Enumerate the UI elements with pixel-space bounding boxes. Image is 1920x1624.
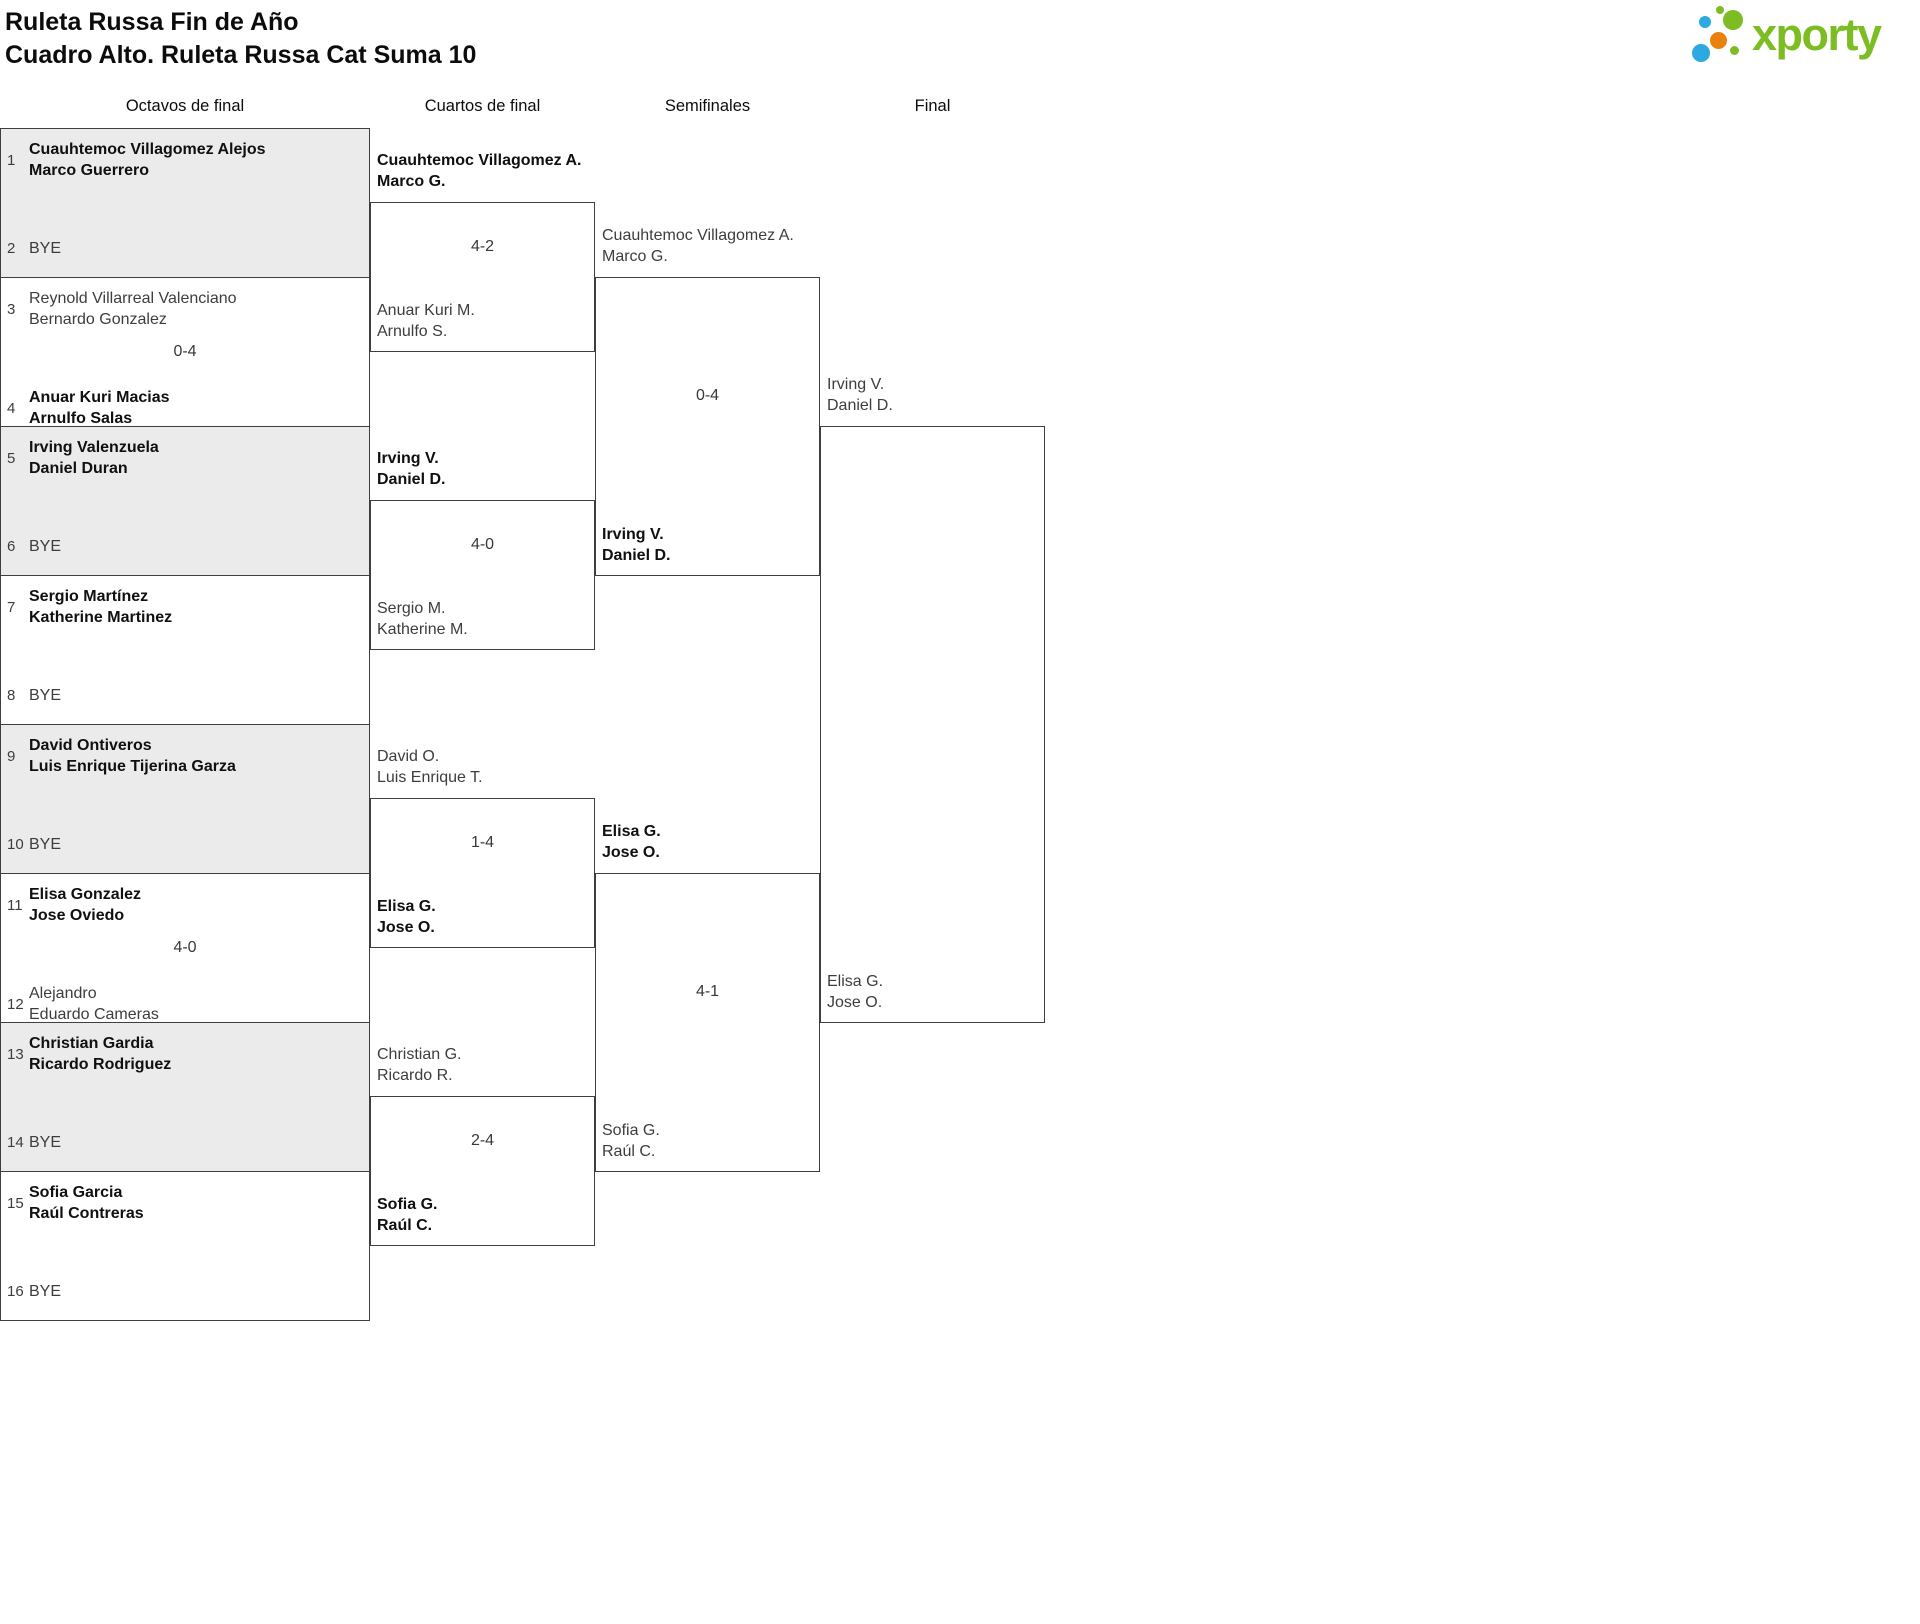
match-score: 0-4 <box>695 387 720 404</box>
match-score: 1-4 <box>470 834 495 851</box>
round-header-final: Final <box>914 97 951 115</box>
team-name: Cuauhtemoc Villagomez A.Marco G. <box>377 152 582 190</box>
team-name: Elisa G.Jose O. <box>377 898 436 936</box>
match-slot: 2 BYE <box>7 238 365 259</box>
seed-number: 2 <box>7 240 16 257</box>
logo-dot-green-small-bottom <box>1730 46 1739 55</box>
team-name: Irving V.Daniel D. <box>377 450 446 488</box>
page-title: Ruleta Russa Fin de Año <box>5 8 299 36</box>
seed-number: 11 <box>7 896 23 914</box>
team-name: Sofia G.Raúl C. <box>377 1196 438 1234</box>
seed-number: 7 <box>7 598 16 616</box>
cuartos-match-4 <box>370 1096 595 1246</box>
team-name: Elisa G.Jose O. <box>827 973 884 1011</box>
seed-number: 3 <box>7 300 16 318</box>
match-slot: 16 BYE <box>7 1281 365 1302</box>
team-name: Anuar Kuri M.Arnulfo S. <box>377 302 475 340</box>
round-header-cuartos: Cuartos de final <box>424 97 541 115</box>
match-score: 4-2 <box>470 238 495 255</box>
team-name: Irving V.Daniel D. <box>602 526 671 564</box>
team-name: Sofia G.Raúl C. <box>602 1122 660 1160</box>
team-name: BYE <box>29 1134 62 1151</box>
seed-number: 5 <box>7 449 16 467</box>
logo-dot-blue-large <box>1692 44 1710 62</box>
logo-dot-green-small-top <box>1716 6 1724 14</box>
team-name: BYE <box>29 538 62 555</box>
match-slot: 10 BYE <box>7 834 365 855</box>
team-name: BYE <box>29 687 62 704</box>
team-name: BYE <box>29 836 62 853</box>
match-slot: 8 BYE <box>7 685 365 706</box>
logo-dot-blue-small <box>1699 16 1711 28</box>
seed-number: 14 <box>7 1134 24 1151</box>
team-name: Cuauhtemoc Villagomez A.Marco G. <box>602 227 794 265</box>
team-name: BYE <box>29 240 62 257</box>
match-score: 4-0 <box>470 536 495 553</box>
seed-number: 9 <box>7 747 16 765</box>
match-score: 0-4 <box>173 343 197 360</box>
team-name: David O.Luis Enrique T. <box>377 748 483 786</box>
page-subtitle: Cuadro Alto. Ruleta Russa Cat Suma 10 <box>5 41 477 69</box>
cuartos-match-2 <box>370 500 595 650</box>
round-header-octavos: Octavos de final <box>125 97 245 115</box>
match-slot: 6 BYE <box>7 536 365 557</box>
team-name: Elisa G.Jose O. <box>602 823 661 861</box>
cuartos-match-3 <box>370 798 595 948</box>
team-name: Sergio M.Katherine M. <box>377 600 468 638</box>
seed-number: 13 <box>7 1045 24 1063</box>
match-score: 4-1 <box>695 983 720 1000</box>
match-score: 4-0 <box>173 939 197 956</box>
brand-wordmark: xporty <box>1752 9 1882 60</box>
match-score: 2-4 <box>470 1132 495 1149</box>
brand-logo[interactable]: xporty <box>1690 2 1918 66</box>
logo-dot-green-large <box>1723 10 1743 30</box>
team-name: Christian G.Ricardo R. <box>377 1046 462 1084</box>
seed-number: 8 <box>7 687 16 704</box>
team-name: BYE <box>29 1283 62 1300</box>
seed-number: 12 <box>7 995 24 1013</box>
seed-number: 6 <box>7 538 16 555</box>
logo-dot-orange <box>1710 32 1727 49</box>
seed-number: 15 <box>7 1194 24 1212</box>
seed-number: 16 <box>7 1283 24 1300</box>
seed-number: 10 <box>7 836 24 853</box>
round-header-semifinales: Semifinales <box>664 97 751 115</box>
seed-number: 4 <box>7 399 16 417</box>
semifinal-match-2 <box>595 873 820 1172</box>
match-slot: 14 BYE <box>7 1132 365 1153</box>
cuartos-match-1 <box>370 202 595 352</box>
semifinal-match-1 <box>595 277 820 576</box>
seed-number: 1 <box>7 151 16 169</box>
team-name: Irving V.Daniel D. <box>827 376 893 414</box>
final-match <box>820 426 1045 1023</box>
